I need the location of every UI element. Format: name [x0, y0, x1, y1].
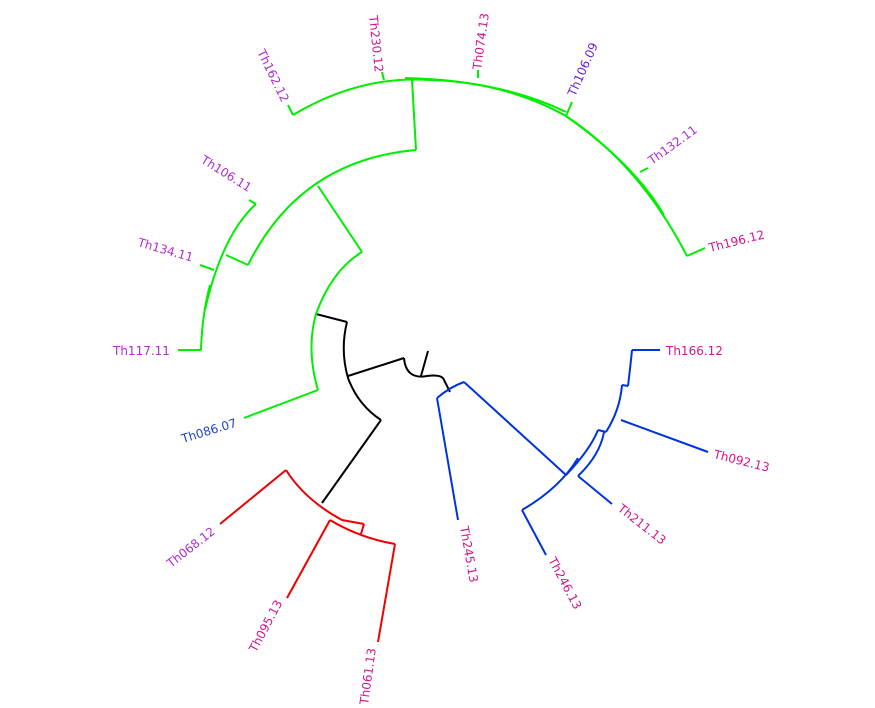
- green-to-th106-09: [565, 101, 573, 117]
- leaf-label-th134: Th134.11: [135, 235, 195, 264]
- root-left-branch: [347, 357, 405, 377]
- leaf-label-th061: Th061.13: [357, 647, 379, 706]
- green-clade-stem: [315, 313, 348, 323]
- blue-to-th092: [620, 419, 709, 453]
- green-upper-stem: [411, 79, 417, 151]
- green-to-th134: [199, 264, 215, 271]
- red-base-arc: [285, 469, 365, 525]
- leaf-label-th162: Th162.12: [254, 46, 292, 104]
- blue-inner-arc: [577, 431, 605, 477]
- blue-to-th245: [436, 397, 459, 521]
- leaf-label-th095: Th095.13: [246, 598, 286, 656]
- blue-node-stem: [597, 429, 607, 433]
- green-inner-stem: [317, 185, 363, 253]
- root-arc: [403, 357, 445, 381]
- green-to-th117-arc: [200, 284, 211, 351]
- backbone-arc: [342, 321, 382, 421]
- leaf-label-th230: Th230.12: [366, 14, 386, 73]
- green-left-subtree-arc: [204, 203, 257, 311]
- green-outer-arc-inner: [404, 77, 567, 113]
- blue-right-inner-arc: [627, 349, 633, 387]
- leaf-label-th211: Th211.13: [614, 501, 668, 548]
- blue-tick: [621, 384, 629, 387]
- leaf-label-th166: Th166.12: [665, 344, 723, 358]
- green-clade: [178, 70, 706, 419]
- green-to-th196: [686, 247, 706, 257]
- blue-to-th211: [577, 475, 613, 505]
- red-to-th061: [377, 543, 396, 643]
- leaf-labels: Th162.12 Th230.12 Th074.13 Th106.09 Th13…: [112, 12, 771, 706]
- red-to-th095: [286, 519, 331, 599]
- leaf-label-th106-09: Th106.09: [565, 41, 601, 100]
- blue-clade: [436, 349, 709, 556]
- green-to-th132: [639, 167, 649, 173]
- green-mid-arc: [247, 149, 417, 266]
- leaf-label-th132: Th132.11: [645, 123, 700, 168]
- blue-upper-arc: [565, 429, 599, 476]
- root-branches: [315, 313, 451, 504]
- leaf-label-th246: Th246.13: [545, 554, 585, 612]
- green-to-th162: [287, 104, 294, 116]
- green-to-th086: [243, 389, 319, 419]
- leaf-label-th196: Th196.12: [706, 228, 766, 256]
- red-inner-tick: [360, 523, 365, 535]
- blue-right-arc: [605, 384, 623, 433]
- root-stub: [420, 350, 429, 377]
- blue-to-th246: [521, 509, 547, 556]
- red-sub-arc: [329, 519, 396, 545]
- green-base-arc: [310, 251, 363, 391]
- leaf-label-th086: Th086.07: [179, 416, 238, 446]
- leaf-label-th074: Th074.13: [470, 12, 492, 71]
- green-right-arc: [565, 115, 665, 216]
- red-clade: [219, 469, 396, 643]
- green-left-subtree-stem: [225, 254, 249, 266]
- leaf-label-th068: Th068.12: [163, 524, 217, 571]
- leaf-label-th092: Th092.13: [711, 447, 771, 475]
- red-to-th068: [219, 469, 287, 525]
- leaf-label-th245: Th245.13: [457, 524, 481, 583]
- blue-sub-arc: [521, 457, 579, 511]
- blue-stem: [463, 381, 567, 476]
- green-to-th106-11: [248, 199, 257, 205]
- leaf-label-th106-11: Th106.11: [198, 152, 255, 195]
- green-to-th230: [381, 71, 385, 81]
- blue-base-arc: [436, 381, 465, 399]
- red-clade-stem: [321, 419, 382, 504]
- leaf-label-th117: Th117.11: [112, 344, 170, 358]
